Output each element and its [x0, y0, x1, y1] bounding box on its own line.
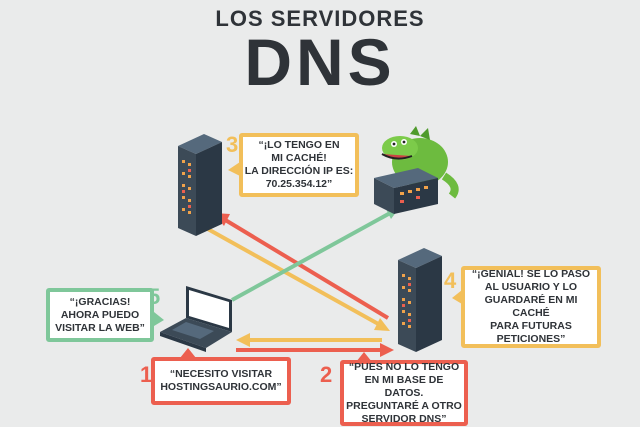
step-2-number: 2: [320, 362, 333, 387]
step-1-number: 1: [140, 362, 153, 387]
arrow-return-user-head: [236, 333, 250, 347]
arrow-answer-right: [205, 226, 383, 328]
title-top-line: LOS SERVIDORES: [215, 6, 425, 31]
bubble-step-1-text: “NECESITO VISITAR HOSTINGSAURIO.COM”: [160, 368, 282, 393]
arrow-request-top: [220, 216, 390, 320]
bubble-step-3: “¡LO TENGO EN MI CACHÉ! LA DIRECCIÓN IP …: [239, 133, 359, 197]
bubble-step-1: “NECESITO VISITAR HOSTINGSAURIO.COM”: [151, 357, 291, 405]
bubble-step-4: “¡GENIAL! SE LO PASO AL USUARIO Y LO GUA…: [461, 266, 601, 348]
laptop-icon: [160, 286, 232, 352]
title-dns: DNS: [244, 25, 396, 99]
bubble-4-tail: [452, 290, 462, 304]
server-tower-icon: [178, 134, 222, 236]
bubble-step-4-text: “¡GENIAL! SE LO PASO AL USUARIO Y LO GUA…: [471, 268, 591, 345]
bubble-2-tail: [356, 352, 372, 362]
server-rack-icon: [374, 168, 438, 214]
bubble-step-3-text: “¡LO TENGO EN MI CACHÉ! LA DIRECCIÓN IP …: [244, 139, 354, 190]
arrow-request-right-head: [380, 343, 394, 357]
bubble-step-5-text: “¡GRACIAS! AHORA PUEDO VISITAR LA WEB”: [55, 295, 145, 334]
arrow-answer-right-head: [374, 318, 390, 331]
bubble-1-tail: [180, 348, 196, 358]
bubble-step-2-text: “PUES NO LO TENGO EN MI BASE DE DATOS. P…: [346, 360, 462, 425]
step-3-number: 3: [226, 132, 239, 157]
arrow-visit-web: [231, 210, 393, 302]
step-4-number: 4: [444, 268, 457, 293]
server-tower-icon: [398, 248, 442, 352]
bubble-step-2: “PUES NO LO TENGO EN MI BASE DE DATOS. P…: [340, 360, 468, 426]
bubble-5-tail: [154, 312, 164, 326]
bubble-3-tail: [228, 162, 240, 176]
arrows: [205, 207, 400, 357]
bubble-step-5: “¡GRACIAS! AHORA PUEDO VISITAR LA WEB”: [46, 288, 154, 342]
